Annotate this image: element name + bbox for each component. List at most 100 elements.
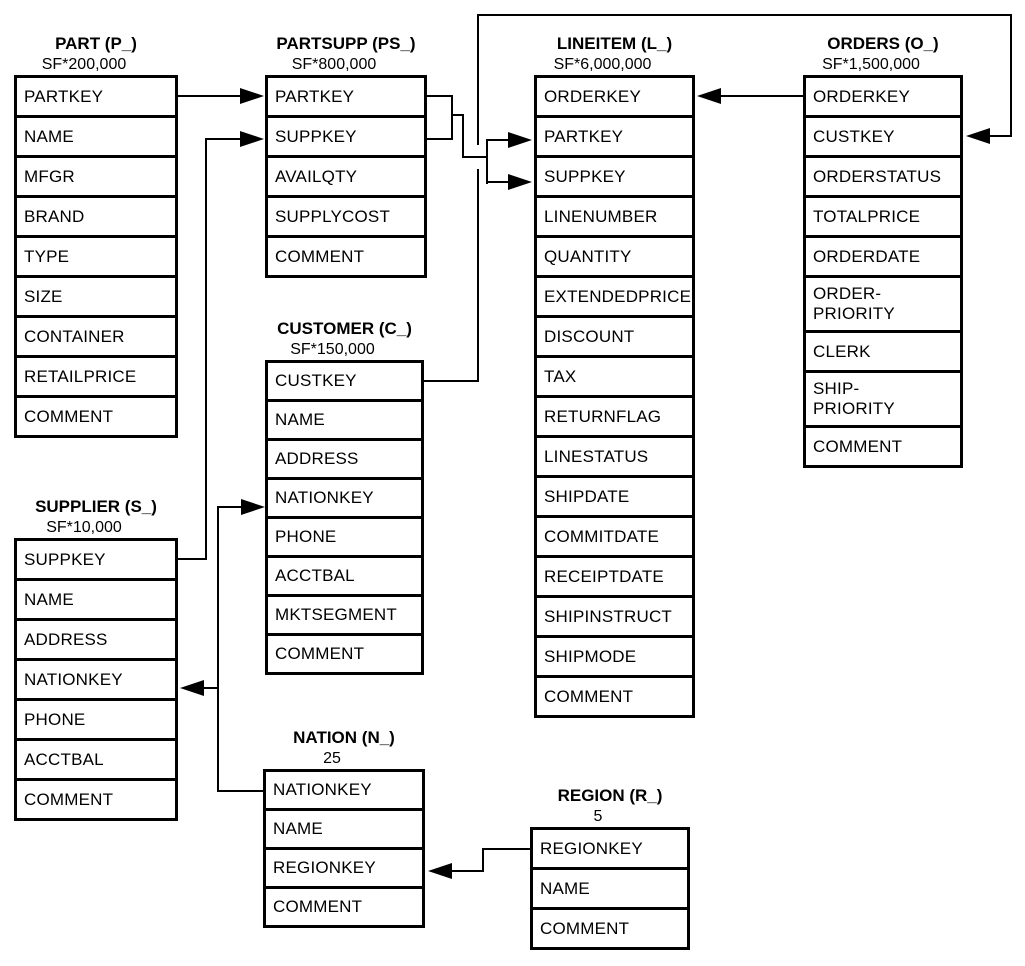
arrowhead-icon [508, 132, 532, 148]
table-row: NATIONKEY [14, 658, 178, 701]
column-label: SHIP- PRIORITY [813, 379, 895, 418]
connector-segment [486, 139, 488, 184]
table-partsupp: PARTSUPP (PS_) SF*800,000 PARTKEY SUPPKEY… [265, 33, 427, 278]
table-row: RETAILPRICE [14, 355, 178, 398]
column-label: ORDERKEY [813, 86, 911, 106]
table-cardinality: SF*800,000 [291, 56, 377, 73]
table-row: CUSTKEY [803, 115, 963, 158]
column-label: ORDER- PRIORITY [813, 284, 895, 323]
column-label: PARTKEY [275, 86, 355, 106]
connector-segment [988, 135, 1012, 137]
column-label: NATIONKEY [275, 488, 374, 508]
table-row: CUSTKEY [265, 360, 424, 402]
table-row: TOTALPRICE [803, 195, 963, 238]
column-label: REGIONKEY [540, 838, 643, 858]
table-row: SHIP- PRIORITY [803, 370, 963, 428]
table-row: SHIPDATE [534, 475, 695, 518]
column-label: BRAND [24, 206, 85, 226]
table-row: COMMENT [265, 235, 427, 278]
column-label: COMMITDATE [544, 526, 660, 546]
connector-segment [217, 506, 243, 508]
table-row: COMMENT [534, 675, 695, 718]
table-row: NAME [265, 399, 424, 441]
table-row: SUPPKEY [14, 538, 178, 581]
table-title: PART (P_) [55, 34, 137, 53]
connector-segment [427, 138, 453, 140]
table-row: NATIONKEY [263, 769, 425, 811]
connector-segment [483, 848, 530, 850]
table-row: COMMENT [530, 907, 690, 950]
table-row: ACCTBAL [265, 555, 424, 597]
connector-segment [178, 95, 240, 97]
column-label: SUPPKEY [275, 126, 357, 146]
table-row: EXTENDEDPRICE [534, 275, 695, 318]
table-row: COMMENT [14, 395, 178, 438]
table-row: SHIPINSTRUCT [534, 595, 695, 638]
column-label: AVAILQTY [275, 166, 358, 186]
table-title: REGION (R_) [557, 786, 663, 805]
column-label: LINESTATUS [544, 446, 649, 466]
column-label: SIZE [24, 286, 63, 306]
connector-segment [450, 870, 484, 872]
column-label: TYPE [24, 246, 70, 266]
column-label: RETURNFLAG [544, 406, 662, 426]
arrowhead-icon [240, 131, 264, 147]
connector-segment [178, 558, 207, 560]
column-label: ADDRESS [275, 449, 359, 469]
table-row: ORDERSTATUS [803, 155, 963, 198]
table-row: CLERK [803, 330, 963, 373]
table-row: NATIONKEY [265, 477, 424, 519]
connector-segment [205, 138, 207, 560]
table-title: PARTSUPP (PS_) [276, 34, 416, 53]
connector-segment [451, 95, 453, 140]
table-cardinality: SF*10,000 [46, 519, 122, 536]
table-title: NATION (N_) [293, 728, 395, 747]
table-cardinality: SF*1,500,000 [822, 56, 920, 73]
table-cardinality: SF*150,000 [290, 341, 375, 358]
column-label: ACCTBAL [24, 749, 104, 769]
arrowhead-icon [240, 88, 264, 104]
column-label: MKTSEGMENT [275, 605, 397, 625]
table-row: NAME [263, 808, 425, 850]
connector-segment [719, 95, 803, 97]
arrowhead-icon [508, 174, 532, 190]
column-label: PHONE [275, 527, 337, 547]
table-row: REGIONKEY [263, 847, 425, 889]
column-label: EXTENDEDPRICE [544, 286, 692, 306]
column-label: NATIONKEY [273, 780, 372, 800]
column-label: CONTAINER [24, 326, 125, 346]
column-label: NAME [24, 589, 74, 609]
column-label: ORDERKEY [544, 86, 642, 106]
arrowhead-icon [697, 88, 721, 104]
column-label: PARTKEY [24, 86, 104, 106]
column-label: REGIONKEY [273, 858, 376, 878]
column-label: RETAILPRICE [24, 366, 137, 386]
table-cardinality: SF*6,000,000 [553, 56, 652, 73]
table-cardinality: 5 [593, 808, 603, 825]
column-label: TAX [544, 366, 577, 386]
connector-segment [218, 790, 263, 792]
connector-segment [482, 848, 484, 872]
column-label: RECEIPTDATE [544, 566, 664, 586]
table-row: TYPE [14, 235, 178, 278]
connector-segment [1010, 14, 1012, 136]
table-row: SUPPLYCOST [265, 195, 427, 238]
table-row: COMMENT [265, 633, 424, 675]
connector-segment [486, 181, 510, 183]
table-row: QUANTITY [534, 235, 695, 278]
column-label: COMMENT [24, 789, 114, 809]
table-row: COMMENT [14, 778, 178, 821]
table-row: TAX [534, 355, 695, 398]
table-cardinality: 25 [323, 750, 341, 767]
connector-segment [477, 169, 479, 382]
table-row: ACCTBAL [14, 738, 178, 781]
connector-segment [477, 14, 1012, 16]
